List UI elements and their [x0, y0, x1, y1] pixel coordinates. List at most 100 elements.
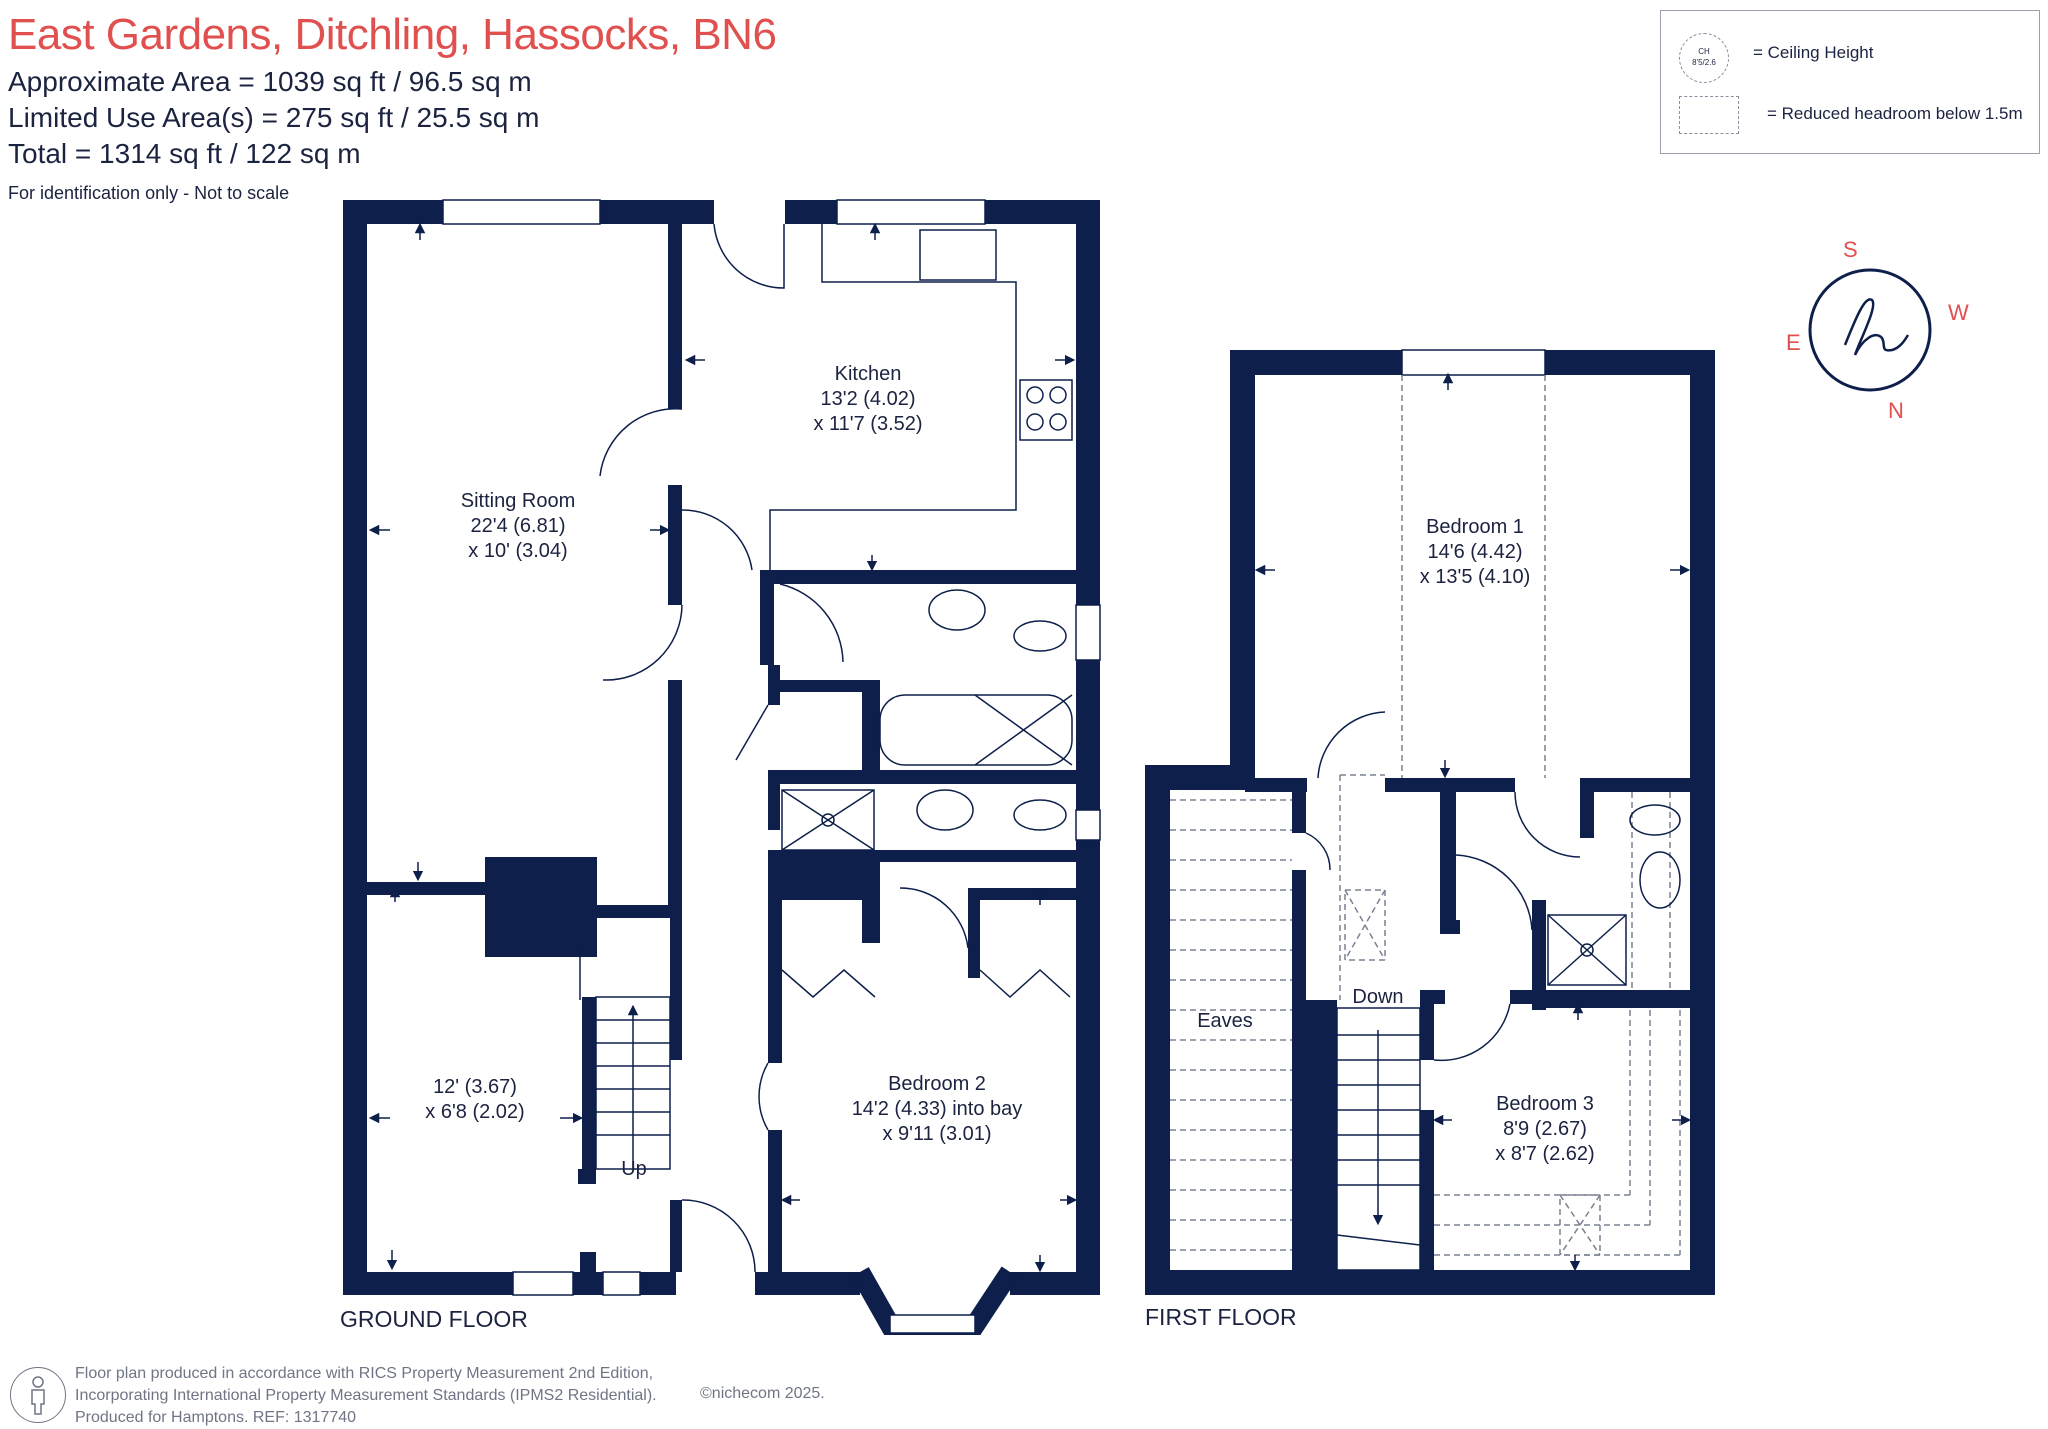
- person-icon: [10, 1367, 66, 1423]
- wall: [1145, 1270, 1715, 1295]
- wall: [768, 1130, 782, 1272]
- wall: [573, 1272, 603, 1295]
- wall: [1532, 990, 1690, 1008]
- wall: [668, 680, 682, 910]
- bedroom1-dim1: 14'6 (4.42): [1428, 541, 1523, 563]
- wall: [668, 224, 682, 409]
- hamptons-logo-icon: [1843, 298, 1910, 356]
- compass: S W E N: [1786, 237, 1969, 423]
- wall: [862, 888, 880, 943]
- wall: [1440, 778, 1456, 933]
- wall: [768, 770, 1076, 784]
- reduced-headroom-label: = Reduced headroom below 1.5m: [1767, 104, 2023, 123]
- first-floor-label: FIRST FLOOR: [1145, 1304, 1297, 1330]
- door-swing: [735, 704, 769, 761]
- shower-icon: [1547, 914, 1627, 986]
- window: [602, 1271, 641, 1296]
- compass-e: E: [1786, 330, 1801, 355]
- wall: [768, 680, 880, 692]
- wall: [578, 1169, 596, 1184]
- kitchen-worktop: [769, 224, 1017, 570]
- wall: [760, 570, 1076, 584]
- wall: [1580, 778, 1594, 838]
- wall: [670, 1200, 682, 1272]
- window: [1401, 349, 1546, 376]
- door-swing: [1305, 832, 1331, 871]
- bedroom2-name: Bedroom 2: [888, 1073, 986, 1095]
- eaves-label: Eaves: [1197, 1010, 1253, 1032]
- shower-icon: [781, 789, 875, 851]
- wall: [768, 888, 782, 1063]
- wall: [1545, 350, 1715, 375]
- total-area: Total = 1314 sq ft / 122 sq m: [8, 138, 361, 169]
- ground-stairs: [595, 996, 671, 1170]
- reduced-headroom-icon: [1679, 96, 1739, 134]
- wall: [1420, 1110, 1434, 1270]
- compass-w: W: [1948, 300, 1969, 325]
- wardrobe-doors: [979, 968, 1071, 999]
- first-floor-stairs: [1336, 1007, 1421, 1271]
- ch-value: 8'5/2.6: [1692, 58, 1716, 67]
- wall: [640, 1272, 676, 1295]
- kitchen-dim2: x 11'7 (3.52): [813, 413, 922, 435]
- door-swing: [899, 887, 969, 949]
- wall: [1440, 920, 1460, 934]
- kitchen-dim1: 13'2 (4.02): [821, 388, 916, 410]
- stairs-up-label: Up: [621, 1158, 647, 1180]
- wall: [1230, 350, 1255, 778]
- wall: [1510, 990, 1540, 1004]
- wardrobe-doors: [781, 969, 876, 998]
- ceiling-height-icon: CH 8'5/2.6: [1679, 33, 1729, 83]
- ground-floor-label: GROUND FLOOR: [340, 1306, 528, 1332]
- bay-window: [889, 1314, 976, 1334]
- ground-floor-plan: [343, 199, 1101, 1335]
- dimension-arrows: [368, 222, 1078, 1273]
- wall: [862, 680, 880, 770]
- wall: [1580, 778, 1690, 792]
- toilet-icon: [1629, 804, 1681, 836]
- wall: [1145, 765, 1170, 1295]
- basin-icon: [928, 589, 986, 631]
- window: [512, 1271, 574, 1296]
- wall: [1292, 870, 1306, 1000]
- ch-symbol: CH: [1698, 47, 1710, 56]
- wall: [582, 997, 596, 1169]
- door-swing: [681, 1199, 756, 1273]
- chimney-breast: [485, 857, 597, 957]
- wall: [1292, 778, 1306, 833]
- stairs-down-label: Down: [1352, 986, 1403, 1008]
- toilet-icon: [1013, 620, 1067, 652]
- compass-ring: [1808, 268, 1932, 392]
- wall: [1420, 990, 1434, 1060]
- bedroom3-dim1: 8'9 (2.67): [1503, 1118, 1587, 1140]
- basin-icon: [916, 789, 974, 831]
- wall: [670, 905, 682, 1060]
- sitting-room-dim2: x 10' (3.04): [468, 540, 567, 562]
- wall: [755, 1272, 860, 1295]
- first-floor-plan: [1145, 349, 1715, 1295]
- door-swing: [602, 604, 683, 681]
- first-floor-fittings: [1170, 375, 1681, 1271]
- kitchen-sink-icon: [919, 229, 997, 281]
- eaves-area: [1170, 375, 1681, 1256]
- wall: [1230, 350, 1402, 375]
- wall: [343, 1272, 513, 1295]
- wall: [968, 888, 980, 978]
- wall: [580, 1252, 596, 1272]
- sitting-room-dim1: 22'4 (6.81): [471, 515, 566, 537]
- compass-s: S: [1843, 237, 1858, 262]
- door-swing: [1317, 711, 1386, 779]
- footer-text: Floor plan produced in accordance with R…: [75, 1363, 657, 1429]
- dining-dim1: 12' (3.67): [433, 1076, 517, 1098]
- ground-room-labels: Sitting Room 22'4 (6.81) x 10' (3.04) Ki…: [425, 363, 1022, 1180]
- door-swing: [1455, 854, 1533, 931]
- legend-box: CH 8'5/2.6 = Ceiling Height = Reduced he…: [1660, 10, 2040, 154]
- footer-line1: Floor plan produced in accordance with R…: [75, 1365, 654, 1382]
- toilet-icon: [1013, 799, 1067, 831]
- ground-floor-fittings: [579, 223, 1073, 1273]
- window: [1075, 809, 1101, 841]
- door-swing: [1514, 791, 1581, 858]
- bath-icon: [879, 694, 1073, 766]
- basin-icon: [1639, 851, 1681, 909]
